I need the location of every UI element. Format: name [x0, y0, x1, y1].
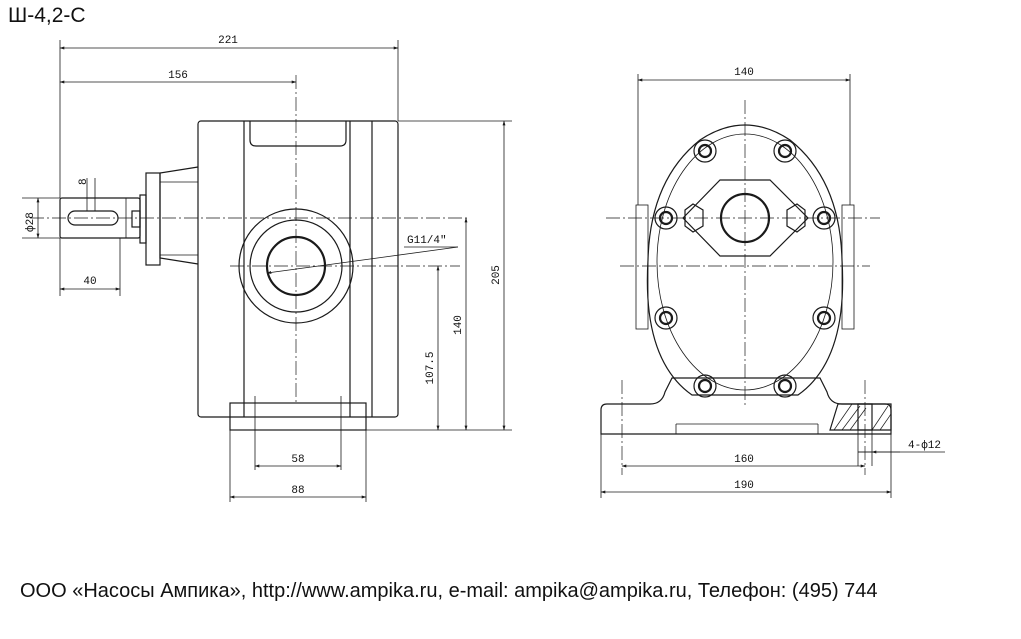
dim-base-length: 190 — [734, 480, 754, 492]
dim-axis-height: 140 — [453, 315, 465, 335]
dim-shaft-diameter: ф28 — [24, 212, 37, 232]
mounting-holes-label: 4-ф12 — [908, 439, 941, 452]
dim-hole-spacing: 160 — [734, 454, 754, 466]
pump-body — [197, 120, 399, 418]
mounting-hole-section — [829, 403, 892, 431]
base-foot — [229, 402, 367, 431]
base-plate — [600, 377, 892, 435]
footer-contact: ООО «Насосы Ампика», http://www.ampika.r… — [20, 580, 878, 602]
dim-port-height: 107.5 — [425, 351, 437, 384]
dim-to-port-center: 156 — [168, 70, 188, 82]
drawing-title: Ш-4,2-С — [8, 4, 86, 27]
bearing-housing — [159, 166, 199, 265]
front-view: 140 160 190 4-ф12 — [600, 67, 945, 498]
top-recess — [249, 121, 347, 147]
dim-overall-height: 205 — [491, 265, 503, 285]
port-thread-label: G11/4" — [407, 235, 447, 247]
dim-shaft-key: 8 — [78, 178, 90, 185]
dim-top-width: 140 — [734, 67, 754, 79]
dim-shaft-length: 40 — [83, 276, 96, 288]
flange — [145, 172, 161, 266]
side-view: 221 156 8 ф28 40 G11/4" 107.5 140 205 — [22, 35, 512, 502]
dim-overall-length: 221 — [218, 35, 238, 47]
dim-base-width: 88 — [291, 485, 304, 497]
dim-base-hole-spacing: 58 — [291, 454, 304, 466]
